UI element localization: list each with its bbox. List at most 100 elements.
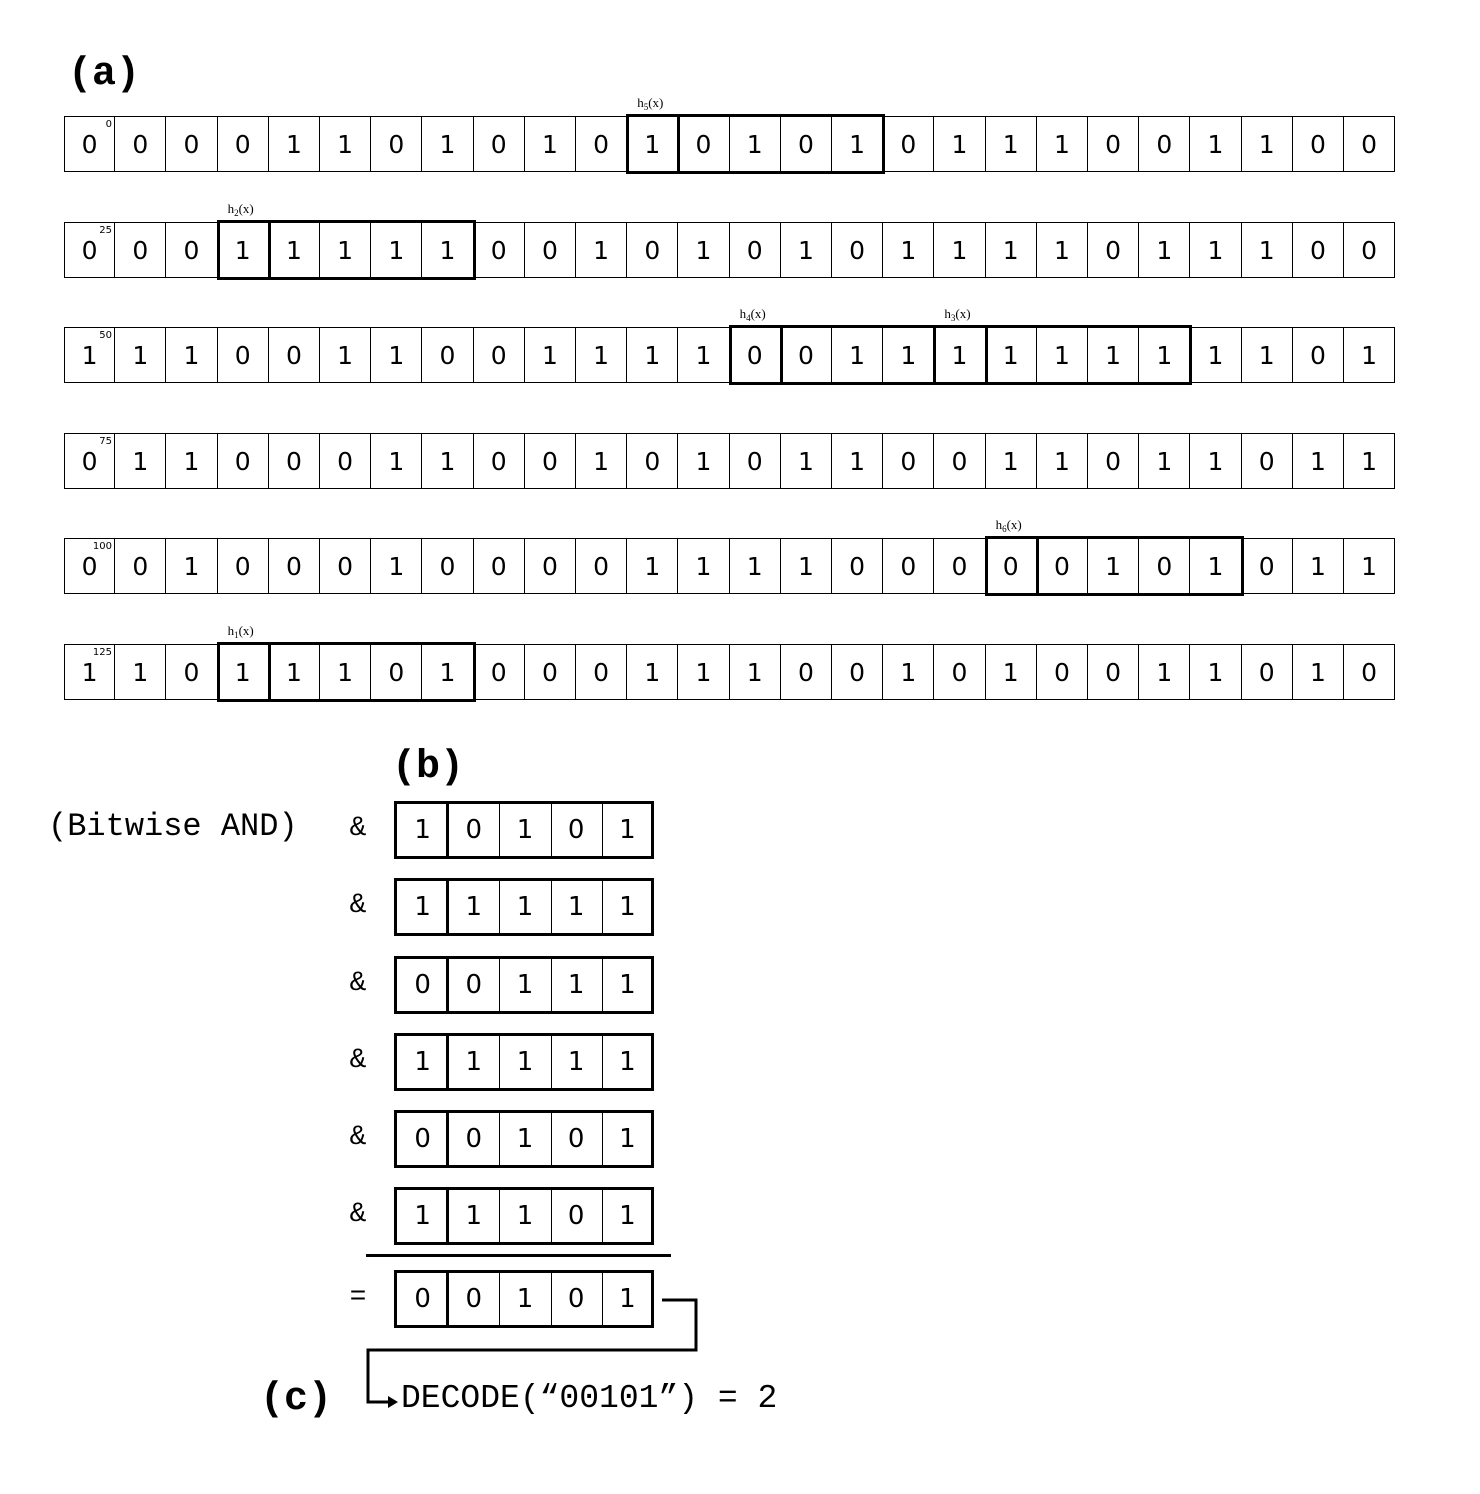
- bit-cell: 0: [934, 644, 986, 700]
- bit-cell: 1: [268, 116, 320, 172]
- bit-cell: 0: [217, 538, 269, 594]
- bit-cell: 0: [465, 815, 483, 845]
- panel-b-label: (b): [392, 745, 465, 790]
- bit-cell: 1: [1292, 433, 1344, 489]
- bit-cell: 1: [729, 644, 781, 700]
- hash-function-label: h6(x): [995, 517, 1022, 534]
- bit-cell: 1: [567, 970, 585, 1000]
- hash-function-label: h5(x): [637, 95, 664, 112]
- bit-cell: 0: [414, 970, 431, 1000]
- bit-cell: 0: [217, 327, 269, 383]
- bit-cell: 0: [1344, 116, 1396, 172]
- bit-cell: 0: [934, 433, 986, 489]
- bit-cell: 0: [465, 1124, 483, 1154]
- bit-cell: 1: [780, 538, 832, 594]
- bit-separator: [601, 1113, 603, 1165]
- bit-separator: [499, 1273, 501, 1325]
- bit-cell: 0: [371, 116, 423, 172]
- hash-function-label: h2(x): [227, 201, 254, 218]
- bit-cell: 0: [883, 538, 935, 594]
- bit-cell: 0: [115, 538, 167, 594]
- bit-separator: [446, 1190, 450, 1242]
- bit-cell: 1: [524, 116, 576, 172]
- bit-cell: 0: [832, 644, 884, 700]
- bit-cell: 1: [883, 644, 935, 700]
- bit-cell: 0: [1292, 327, 1344, 383]
- bit-separator: [550, 1036, 552, 1088]
- bit-cell: 1: [1036, 116, 1088, 172]
- bit-cell: 0: [524, 222, 576, 278]
- bit-separator: [499, 1036, 501, 1088]
- bit-cell: 1: [1344, 327, 1396, 383]
- bit-cell: 1: [678, 222, 730, 278]
- bit-cell: 1: [985, 222, 1037, 278]
- and-operator: &: [349, 1199, 367, 1230]
- bit-separator: [499, 1190, 501, 1242]
- bit-cell: 1: [166, 433, 218, 489]
- bit-cell: 1: [414, 1047, 431, 1077]
- bit-cell: 1: [1036, 433, 1088, 489]
- bit-cell: 1: [371, 327, 423, 383]
- bit-cell: 1: [1241, 222, 1293, 278]
- bit-cell: 1: [465, 892, 483, 922]
- bit-cell: 1: [619, 892, 636, 922]
- bit-cell: 0: [465, 1284, 483, 1314]
- bit-cell: 1: [832, 433, 884, 489]
- bit-cell: 1: [576, 327, 628, 383]
- bit-cell: 0: [1241, 538, 1293, 594]
- bit-separator: [550, 959, 552, 1011]
- bit-cell: 0: [320, 538, 372, 594]
- decode-result-text: DECODE(“00101”) = 2: [401, 1380, 778, 1417]
- bit-index-label: 75: [99, 436, 112, 447]
- bit-cell: 1: [780, 222, 832, 278]
- bit-cell: 1: [678, 644, 730, 700]
- bit-cell: 0: [567, 1201, 585, 1231]
- bit-cell: 0: [1036, 644, 1088, 700]
- bit-cell: 1: [414, 892, 431, 922]
- bit-cell: 0: [1241, 433, 1293, 489]
- bit-separator: [499, 804, 501, 856]
- bit-cell: 0: [729, 222, 781, 278]
- bit-cell: 0: [1241, 644, 1293, 700]
- bit-cell: 1: [985, 116, 1037, 172]
- bit-cell: 0: [567, 1124, 585, 1154]
- bit-separator: [550, 804, 552, 856]
- bit-cell: 0: [268, 327, 320, 383]
- hash-function-label: h4(x): [739, 306, 766, 323]
- bit-cell: 0: [473, 327, 525, 383]
- bit-cell: 1: [619, 1201, 636, 1231]
- bit-cell: 0: [1088, 433, 1140, 489]
- bit-cell: 1: [1344, 538, 1396, 594]
- bit-cell: 1: [985, 644, 1037, 700]
- bit-cell: 0: [576, 644, 628, 700]
- bit-cell: 1: [1292, 644, 1344, 700]
- bit-cell: 1: [576, 222, 628, 278]
- bit-cell: 1: [516, 970, 534, 1000]
- bit-cell: 1: [678, 433, 730, 489]
- bit-separator: [499, 959, 501, 1011]
- bit-cell: 0: [217, 433, 269, 489]
- bit-separator: [446, 881, 450, 933]
- bit-cell: 1: [1036, 222, 1088, 278]
- bit-cell: 0: [524, 644, 576, 700]
- bit-cell: 1: [320, 116, 372, 172]
- bit-cell: 0: [524, 538, 576, 594]
- bit-cell: 1: [64, 327, 116, 383]
- bit-cell: 0: [268, 433, 320, 489]
- bit-cell: 1: [1190, 116, 1242, 172]
- bit-separator: [550, 1190, 552, 1242]
- bit-index-label: 25: [99, 225, 112, 236]
- bit-cell: 0: [1088, 116, 1140, 172]
- bit-cell: 1: [422, 433, 474, 489]
- bit-cell: 1: [414, 815, 431, 845]
- bit-cell: 0: [422, 538, 474, 594]
- bit-cell: 0: [64, 433, 116, 489]
- bit-cell: 1: [567, 1047, 585, 1077]
- bit-cell: 0: [414, 1284, 431, 1314]
